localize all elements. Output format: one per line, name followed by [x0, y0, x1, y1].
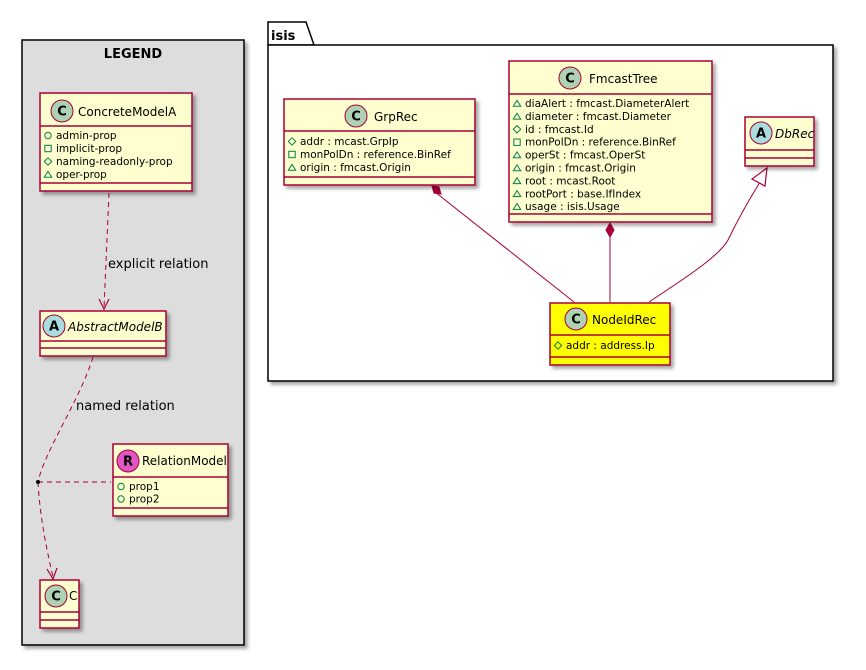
class-attribute: prop2: [129, 494, 160, 506]
class-c-icon: [50, 99, 74, 123]
class-name: GrpRec: [374, 110, 418, 124]
relation-r-icon: [116, 449, 140, 473]
abstract-a-icon: [42, 314, 66, 338]
class-fmcasttree[interactable]: C FmcastTree diaAlert : fmcast.DiameterA…: [508, 60, 713, 223]
composition-edge: [434, 191, 575, 303]
package-edges: [431, 166, 768, 303]
package-visibility-icon: [512, 112, 522, 120]
class-attribute: monPolDn : reference.BinRef: [525, 137, 676, 149]
abstract-a-icon: [749, 121, 773, 145]
class-attribute: admin-prop: [56, 130, 117, 142]
package-visibility-icon: [287, 163, 297, 171]
class-nodeidrec[interactable]: C NodeIdRec addr : address.Ip: [549, 302, 671, 366]
class-c[interactable]: C C: [39, 579, 80, 629]
explicit-relation-edge: explicit relation: [98, 192, 208, 311]
class-attribute: operSt : fmcast.OperSt: [525, 150, 645, 162]
composition-diamond: [605, 221, 615, 239]
class-dbrec[interactable]: A DbRec: [744, 116, 815, 167]
class-attribute: naming-readonly-prop: [56, 156, 173, 168]
package-visibility-icon: [512, 150, 522, 159]
class-c-icon: [564, 307, 588, 331]
association-point: [36, 480, 40, 484]
class-name: RelationModel: [142, 454, 227, 468]
package-visibility-icon: [43, 170, 53, 178]
protected-visibility-icon: [553, 341, 563, 350]
class-attribute: diaAlert : fmcast.DiameterAlert: [525, 98, 689, 110]
generalization-arrow: [750, 166, 768, 187]
class-attribute: diameter : fmcast.Diameter: [525, 111, 672, 123]
package-name: isis: [271, 29, 296, 44]
class-name: AbstractModelB: [67, 320, 163, 334]
named-relation-edge: named relation: [36, 356, 175, 581]
package-visibility-icon: [512, 176, 522, 185]
class-abstract-model-b[interactable]: A AbstractModelB: [39, 310, 167, 357]
class-concrete-model-a[interactable]: C ConcreteModelA admin-propimplicit-prop…: [39, 92, 193, 192]
public-visibility-icon: [117, 495, 125, 503]
explicit-relation-label: explicit relation: [108, 257, 208, 272]
class-stereotype: A: [756, 127, 766, 142]
package-visibility-icon: [512, 163, 522, 172]
class-stereotype: A: [49, 320, 59, 335]
class-c-icon: [344, 104, 368, 128]
class-attribute: oper-prop: [56, 169, 107, 181]
class-attribute: rootPort : base.IfIndex: [525, 188, 641, 200]
class-stereotype: C: [51, 590, 61, 605]
class-stereotype: C: [565, 72, 575, 87]
class-attribute: addr : address.Ip: [566, 340, 655, 352]
class-name: DbRec: [775, 127, 815, 141]
class-attribute: addr : mcast.GrpIp: [300, 136, 399, 148]
class-name: NodeIdRec: [592, 313, 656, 327]
legend-title: LEGEND: [104, 47, 163, 62]
class-attribute: monPolDn : reference.BinRef: [300, 149, 451, 161]
class-attribute: prop1: [129, 481, 160, 493]
protected-visibility-icon: [512, 124, 522, 134]
composition-diamond: [431, 185, 442, 195]
public-visibility-icon: [117, 482, 125, 491]
generalization-edge: [648, 181, 761, 303]
class-attribute: root : mcast.Root: [525, 175, 615, 187]
protected-visibility-icon: [287, 137, 297, 146]
class-attribute: implicit-prop: [56, 143, 122, 155]
class-c-icon: [558, 66, 582, 90]
class-name: ConcreteModelA: [78, 105, 177, 119]
class-stereotype: R: [123, 455, 133, 470]
class-name: C: [69, 589, 77, 603]
class-stereotype: C: [351, 110, 361, 125]
private-visibility-icon: [44, 144, 52, 153]
class-attribute: origin : fmcast.Origin: [300, 162, 411, 174]
protected-visibility-icon: [43, 157, 53, 166]
class-attribute: origin : fmcast.Origin: [525, 163, 636, 175]
private-visibility-icon: [513, 138, 521, 146]
class-stereotype: C: [571, 313, 581, 328]
class-c-icon: [44, 584, 68, 608]
public-visibility-icon: [44, 131, 52, 140]
class-stereotype: C: [57, 105, 67, 120]
named-relation-label: named relation: [76, 399, 175, 414]
package-visibility-icon: [512, 202, 522, 210]
package-visibility-icon: [512, 99, 522, 107]
class-name: FmcastTree: [589, 72, 658, 86]
class-attribute: id : fmcast.Id: [525, 124, 594, 136]
package-visibility-icon: [512, 189, 522, 197]
class-attribute: usage : isis.Usage: [525, 201, 620, 213]
private-visibility-icon: [288, 150, 296, 159]
